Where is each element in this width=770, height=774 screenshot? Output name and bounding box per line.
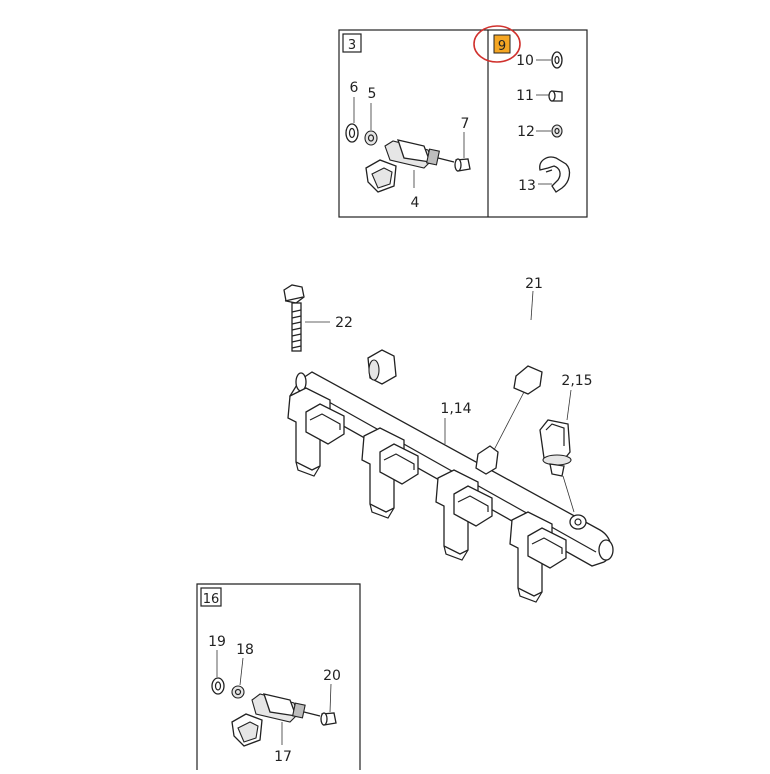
callout-13[interactable]: 13 <box>518 178 536 194</box>
callout-5[interactable]: 5 <box>368 86 377 102</box>
callout-2-15-label: 2,15 <box>561 373 592 389</box>
part-6-washer <box>345 97 359 143</box>
callout-4-label: 4 <box>411 195 420 211</box>
part-10-washer <box>536 51 563 69</box>
callout-9-label: 9 <box>498 39 506 54</box>
inset-box-bottom <box>196 583 361 770</box>
callout-10[interactable]: 10 <box>516 53 534 69</box>
part-12-oring <box>536 124 563 138</box>
injector-cup-4 <box>509 511 567 603</box>
callout-21[interactable]: 21 <box>525 276 543 292</box>
callout-10-label: 10 <box>516 53 534 69</box>
callout-1-14-label: 1,14 <box>440 401 471 417</box>
part-13-clip <box>538 156 571 193</box>
callout-20[interactable]: 20 <box>323 668 341 684</box>
callout-7[interactable]: 7 <box>461 116 470 132</box>
callout-1-14[interactable]: 1,14 <box>440 401 471 417</box>
callout-21-label: 21 <box>525 276 543 292</box>
callout-13-label: 13 <box>518 178 536 194</box>
callout-17-label: 17 <box>274 749 292 765</box>
part-19-washer <box>211 650 225 695</box>
callout-7-label: 7 <box>461 116 470 132</box>
callout-2-15[interactable]: 2,15 <box>561 373 592 389</box>
callout-18-label: 18 <box>236 642 254 658</box>
callout-16-label: 16 <box>203 592 220 607</box>
part-11-sleeve <box>536 90 563 102</box>
part-20-sleeve <box>320 683 337 726</box>
part-21-fuel-pipe <box>367 290 549 395</box>
rail-pipe-connector <box>475 391 525 475</box>
part-17-injector <box>231 693 321 747</box>
callout-5-label: 5 <box>368 86 377 102</box>
injector-cup-1 <box>287 387 345 477</box>
callout-4[interactable]: 4 <box>411 195 420 211</box>
part-4-injector <box>365 139 455 193</box>
callout-22[interactable]: 22 <box>335 315 353 331</box>
callout-3-label: 3 <box>348 38 356 53</box>
injector-cup-3 <box>435 469 493 561</box>
selection-ring <box>473 25 521 63</box>
callout-20-label: 20 <box>323 668 341 684</box>
callout-11[interactable]: 11 <box>516 88 534 104</box>
part-18-oring <box>231 657 245 699</box>
callout-17[interactable]: 17 <box>274 749 292 765</box>
callout-22-label: 22 <box>335 315 353 331</box>
part-7-sleeve <box>454 132 471 172</box>
callout-6-label: 6 <box>350 80 359 96</box>
callout-11-label: 11 <box>516 88 534 104</box>
callout-16[interactable]: 16 <box>200 587 222 607</box>
callout-19-label: 19 <box>208 634 226 650</box>
callout-18[interactable]: 18 <box>236 642 254 658</box>
part-5-oring <box>364 103 378 146</box>
part-22-bolt <box>283 284 330 352</box>
callout-12-label: 12 <box>517 124 535 140</box>
callout-19[interactable]: 19 <box>208 634 226 650</box>
callout-3[interactable]: 3 <box>342 33 362 53</box>
part-2-pressure-sensor <box>539 389 575 513</box>
injector-cup-2 <box>361 427 419 519</box>
callout-9[interactable]: 9 <box>473 25 521 63</box>
callout-12[interactable]: 12 <box>517 124 535 140</box>
callout-6[interactable]: 6 <box>350 80 359 96</box>
